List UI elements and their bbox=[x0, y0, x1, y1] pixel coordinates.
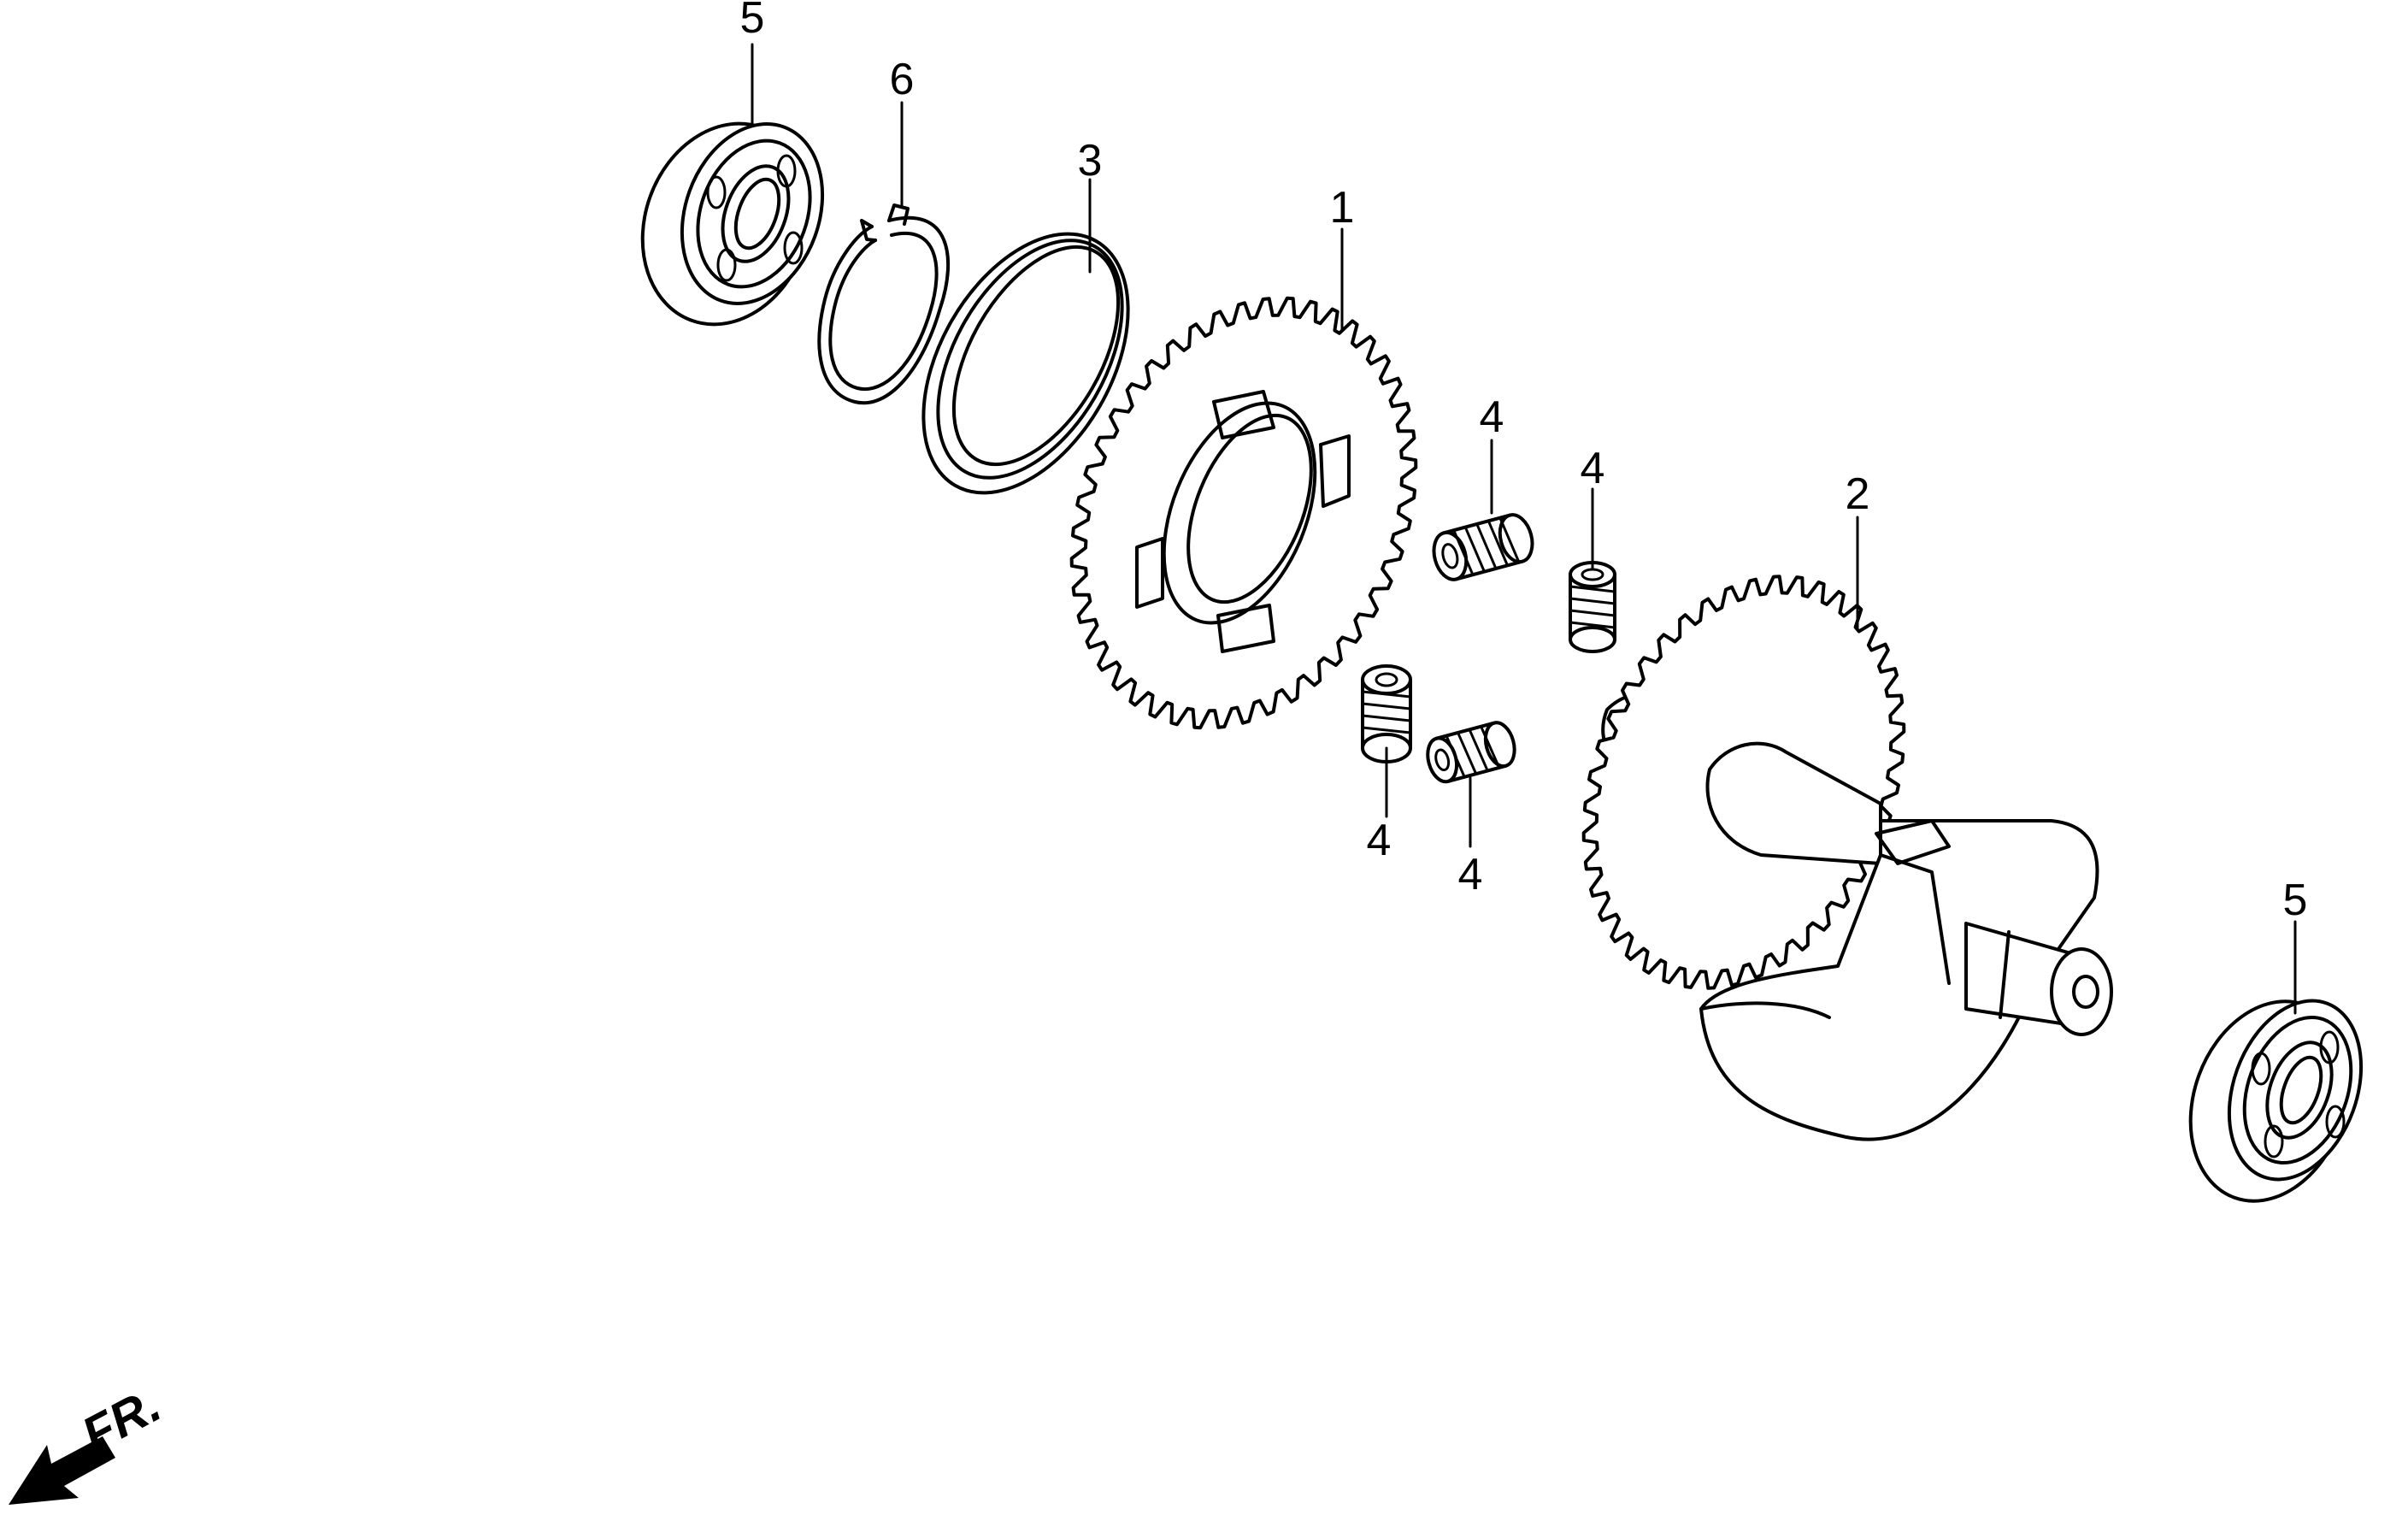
ball-bearing-top bbox=[640, 121, 825, 327]
leader-lines bbox=[751, 43, 2297, 1015]
spring-c bbox=[1361, 664, 1412, 763]
driven-gear bbox=[1069, 296, 1418, 730]
front-direction-arrow-icon bbox=[9, 1436, 115, 1505]
callout-label: 5 bbox=[740, 0, 765, 43]
callout-label: 3 bbox=[1078, 136, 1103, 186]
callout-label: 5 bbox=[2283, 875, 2308, 925]
snap-ring bbox=[817, 203, 951, 405]
spring-d bbox=[1426, 721, 1516, 784]
ball-bearing-bottom bbox=[2188, 999, 2364, 1203]
callout-label: 1 bbox=[1330, 183, 1355, 233]
callout-label: 6 bbox=[890, 55, 915, 104]
balancer-shaft bbox=[1581, 575, 2113, 1141]
callout-label: 2 bbox=[1846, 469, 1870, 519]
spring-b bbox=[1569, 561, 1616, 653]
callout-label: 4 bbox=[1458, 850, 1483, 899]
callout-label: 4 bbox=[1581, 444, 1605, 493]
thrust-washer bbox=[921, 232, 1130, 495]
callout-label: 4 bbox=[1367, 816, 1392, 865]
spring-a bbox=[1432, 513, 1534, 581]
callout-label: 4 bbox=[1480, 392, 1504, 442]
